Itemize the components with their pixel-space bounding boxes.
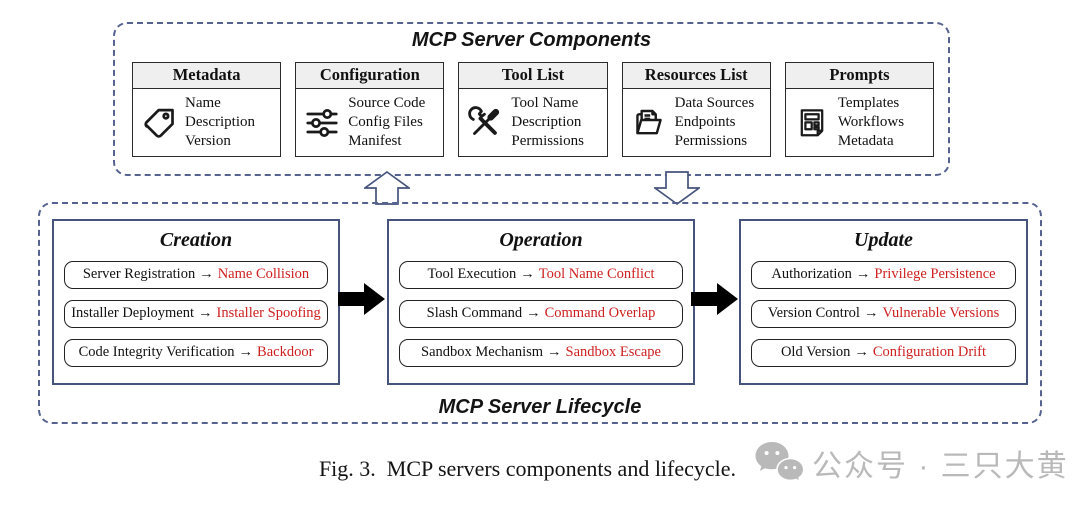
component-items: Tool Name Description Permissions [511,94,584,150]
right-arrow-glyph: → [526,305,541,321]
component-box-metadata: Metadata Name Description Version [132,62,282,157]
component-box-configuration: Configuration Source Code Config Files M… [295,62,445,157]
lifecycle-item: Installer Deployment→Installer Spoofing [64,300,328,328]
lifecycle-item: Authorization→Privilege Persistence [751,261,1016,289]
tag-icon [141,105,177,141]
threat-label: Tool Name Conflict [538,266,655,282]
lifecycle-item: Server Registration→Name Collision [64,261,328,289]
component-box-resources-list: Resources List Data Sources Endpo [621,62,771,157]
lifecycle-item: Tool Execution→Tool Name Conflict [399,261,683,289]
stage-title: Operation [499,229,583,251]
threat-label: Configuration Drift [872,344,987,360]
right-arrow-glyph: → [520,266,535,282]
component-header: Prompts [785,63,934,89]
folder-icon [631,105,667,141]
right-arrow-glyph: → [863,305,879,321]
lifecycle-item: Slash Command→Command Overlap [399,300,683,328]
right-arrow-glyph: → [855,266,871,282]
right-arrow-glyph: → [854,344,869,360]
template-icon [794,105,830,141]
arrow-right-icon [691,283,738,315]
threat-label: Backdoor [257,344,314,360]
arrow-up-icon [364,171,410,205]
arrow-down-icon [654,171,700,205]
lifecycle-item: Version Control→Vulnerable Versions [751,300,1016,328]
component-header: Metadata [133,63,281,89]
threat-label: Command Overlap [544,305,656,321]
component-box-tool-list: Tool List Tool Name Description Perm [458,62,608,157]
tools-icon [467,105,503,141]
threat-label: Privilege Persistence [874,266,996,282]
lifecycle-panel: Creation Server Registration→Name Collis… [38,202,1042,424]
arrow-right-icon [338,283,385,315]
lifecycle-item: Old Version→Configuration Drift [751,339,1016,367]
threat-label: Name Collision [217,266,310,282]
stage-update: Update Authorization→Privilege Persisten… [739,219,1028,385]
figure-caption: Fig. 3. MCP servers components and lifec… [318,456,737,481]
components-panel: MCP Server Components Metadata Name Desc… [113,22,950,176]
component-items: Data Sources Endpoints Permissions [674,94,755,150]
component-items: Source Code Config Files Manifest [348,94,426,150]
lifecycle-panel-title: MCP Server Lifecycle [438,396,642,418]
sliders-icon [304,105,340,141]
components-panel-title: MCP Server Components [411,29,652,51]
stage-creation: Creation Server Registration→Name Collis… [52,219,340,385]
component-header: Resources List [622,63,770,89]
threat-label: Installer Spoofing [216,305,321,321]
stage-title: Update [854,229,913,251]
right-arrow-glyph: → [547,344,562,360]
right-arrow-glyph: → [198,305,213,321]
watermark-text: 公众号 · 三只大黄 [812,450,1069,483]
stage-title: Creation [159,229,233,251]
components-row: Metadata Name Description Version [132,62,935,157]
stage-operation: Operation Tool Execution→Tool Name Confl… [387,219,695,385]
right-arrow-glyph: → [199,266,214,282]
component-items: Templates Workflows Metadata [837,94,905,150]
lifecycle-item: Sandbox Mechanism→Sandbox Escape [399,339,683,367]
threat-label: Sandbox Escape [565,344,661,360]
wechat-icon [755,442,805,484]
component-box-prompts: Prompts Templates [784,62,935,157]
component-items: Name Description Version [185,94,255,150]
component-header: Tool List [459,63,607,89]
right-arrow-glyph: → [238,344,254,360]
component-header: Configuration [296,63,444,89]
lifecycle-item: Code Integrity Verification→Backdoor [64,339,328,367]
threat-label: Vulnerable Versions [882,305,1000,321]
watermark: 公众号 · 三只大黄 [753,440,1069,486]
